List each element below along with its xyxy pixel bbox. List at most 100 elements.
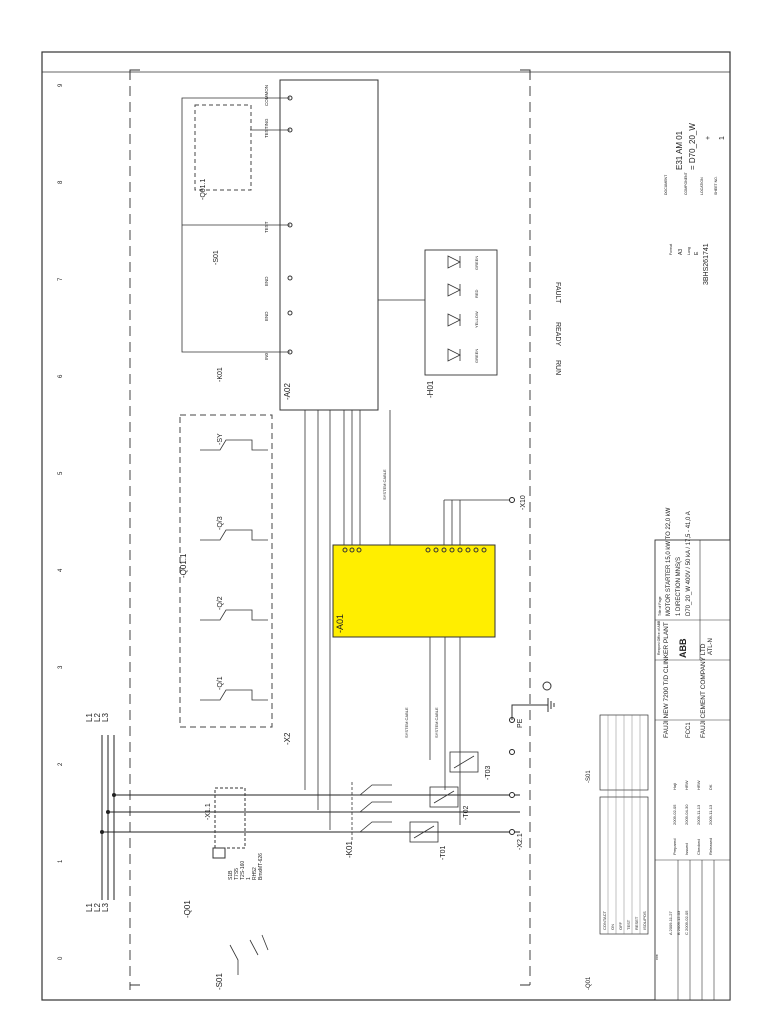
indicator-lamp: [447, 313, 461, 327]
dashed-boundaries: [129, 70, 531, 990]
approval-date: 2009-04-30: [684, 804, 689, 825]
lamp-label-run: RUN: [554, 360, 561, 375]
breaker-rating-line: BmxMT-626: [258, 853, 264, 880]
table-row-label: TEST: [626, 919, 631, 930]
column-number: 1: [58, 859, 64, 863]
supply-label-l3-bottom: L3: [101, 903, 110, 912]
a01-wiring: [389, 410, 512, 825]
sy-label: -SY: [217, 433, 224, 445]
supply-label-l1-bottom: L1: [85, 903, 94, 912]
breaker-rating-line: RH52: [252, 867, 258, 880]
component-value: = D70_20_W: [688, 123, 697, 170]
indicator-lamp: [447, 255, 461, 269]
a02-input-label: TEST: [264, 221, 269, 233]
approval-name: DK: [708, 784, 713, 790]
title-of-page-label: Title of Page: [658, 596, 662, 616]
title-block: [654, 539, 731, 1001]
t01-label: -T01: [440, 846, 447, 861]
responsible-value: ATL-N: [708, 638, 714, 655]
supply-bus: [101, 735, 115, 900]
approval-name: HRW: [696, 780, 701, 790]
a02-control-wiring: [181, 97, 425, 830]
k01-main-label: -K01: [345, 841, 354, 858]
a01-terminals: [342, 547, 487, 553]
column-number: 2: [58, 762, 64, 766]
column-number: 5: [58, 471, 64, 475]
column-number: 8: [58, 180, 64, 184]
q011-enclosure: [179, 414, 273, 728]
approval-label: Prepared: [672, 839, 677, 855]
title-line-2: 1 DIRECTION MNS(S: [676, 557, 682, 616]
abb-logo: ABB: [678, 638, 688, 658]
phase-junctions: [100, 793, 116, 834]
q011-label: -Q01.1: [179, 553, 188, 578]
x11-label: -X1.1: [205, 803, 212, 820]
a02-input-label: END: [264, 311, 269, 321]
revision-a: A 2009-11-27: [668, 911, 673, 935]
breaker-rating-line: S1B: [228, 870, 234, 880]
lamp-color-label: GREEN: [474, 349, 479, 363]
approval-name: Haji: [672, 783, 677, 790]
svg-text:-Q01: -Q01: [586, 976, 592, 990]
column-number: 9: [58, 83, 64, 87]
a02-input-label: TESTING: [264, 118, 269, 138]
x21-label: -X2.1: [517, 833, 524, 850]
lang-label: Lang: [687, 247, 691, 255]
s01-label: -S01: [215, 973, 224, 990]
drawing-frame: [41, 51, 731, 1001]
document-label: DOCUMENT: [664, 174, 668, 195]
s01-switch-symbol: [229, 934, 269, 975]
indicator-lamp: [447, 348, 461, 362]
cable-label-2: SYSTEM CABLE: [434, 707, 439, 738]
t03-label: -T03: [485, 766, 492, 781]
current-transformers: [409, 751, 479, 843]
column-number: 7: [58, 277, 64, 281]
lamp-color-label: RED: [474, 289, 479, 298]
phase-conductors: [102, 794, 520, 833]
a02-module: [279, 79, 379, 411]
supply-label-l2-bottom: L2: [93, 903, 102, 912]
approval-date: 2009-11-13: [696, 804, 701, 825]
revision-b: B 2009-12-03: [676, 910, 681, 935]
revision-c: C 2009-02-05: [684, 910, 689, 935]
h01-panel: [424, 249, 498, 376]
approval-label: Released: [708, 838, 713, 855]
breaker-rating-line: T2S-160: [240, 861, 246, 880]
x10-label: -X10: [520, 495, 527, 510]
k01-aux-label: -K01: [217, 367, 224, 382]
approval-name: HRW: [684, 780, 689, 790]
q1-label: -Q/1: [217, 676, 224, 690]
a01-module: [332, 544, 496, 638]
a02-input-label: END: [264, 276, 269, 286]
table-grid: [607, 715, 641, 934]
approval-date: 2009-02-05: [672, 804, 677, 825]
breaker-rating-line: T7S5: [234, 868, 240, 880]
lamp-color-label: GREEN: [474, 256, 479, 270]
q011-aux-box: [194, 104, 252, 191]
x10-terminal: [509, 497, 515, 503]
column-number: 0: [58, 956, 64, 960]
cable-label-1: SYSTEM CABLE: [404, 707, 409, 738]
a02-input-label: COMMON: [264, 85, 269, 106]
table-row-label: ON: [610, 924, 615, 930]
unit-label: FCC1: [686, 722, 692, 738]
lang-value: E: [694, 251, 700, 255]
q2-label: -Q/2: [217, 596, 224, 610]
project-name: FAUJI NEW 7200 T/D CLINKER PLANT: [663, 622, 670, 738]
a01-label: -A01: [335, 614, 345, 633]
client-name: FAUJI CEMENT COMPANY LTD: [700, 643, 707, 738]
aux-contacts: [200, 439, 268, 701]
cable-label-3: SYSTEM CABLE: [382, 469, 387, 500]
x2-label: -X2: [283, 732, 292, 745]
q01-breaker: [214, 787, 246, 849]
a02-label: -A02: [283, 383, 292, 400]
svg-text:-S01: -S01: [586, 770, 592, 783]
title-line-1: MOTOR STARTER 15,0 kW TO 22,0 kW: [666, 507, 672, 616]
lamp-label-fault: FAULT: [554, 282, 561, 304]
approval-date: 2009-11-13: [708, 804, 713, 825]
column-number: 4: [58, 568, 64, 572]
location-label: LOCATION: [700, 177, 704, 195]
